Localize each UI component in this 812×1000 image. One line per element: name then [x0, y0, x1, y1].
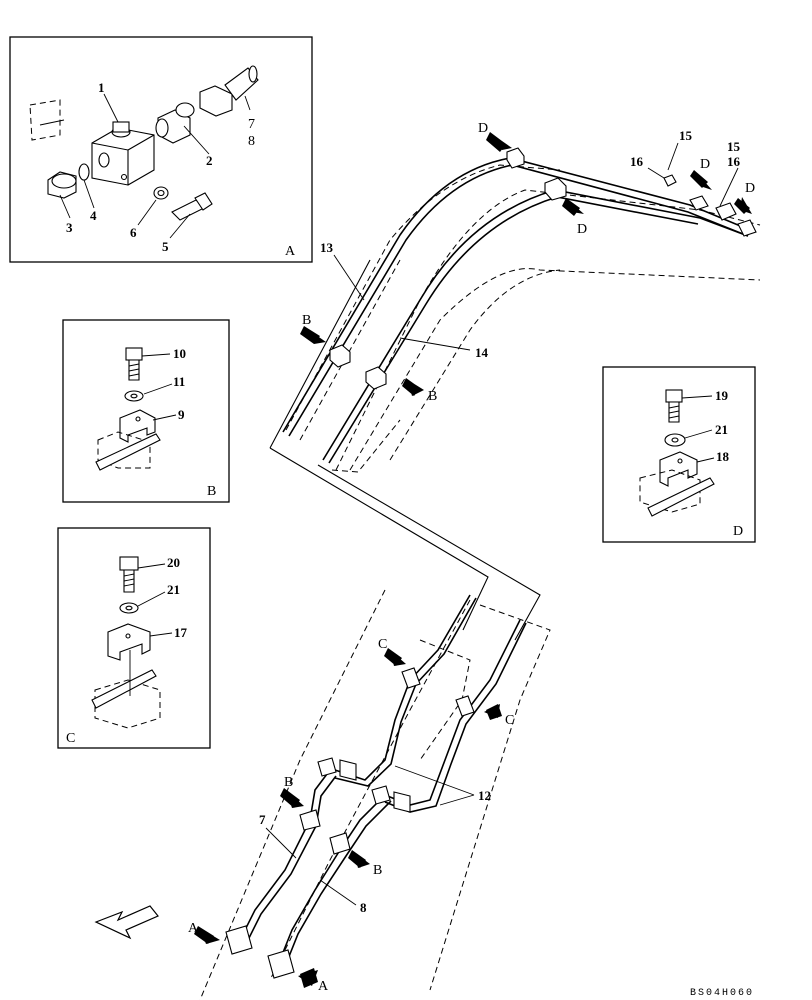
label-part-9: 9 [178, 407, 185, 422]
detail-box-a: 1 2 3 4 5 6 7 8 A [9, 36, 313, 263]
hose-fitting [225, 667, 475, 979]
pipe-part [95, 433, 161, 471]
detail-box-d: 19 21 18 D [602, 366, 756, 543]
clamp-part [659, 451, 698, 487]
label-part-3: 3 [66, 220, 73, 235]
label-part-7: 7 [248, 117, 255, 132]
mount-outline [639, 469, 701, 513]
pipe-clamp [365, 366, 387, 390]
hose-end-part [199, 65, 259, 117]
label-hose-12: 12 [478, 788, 491, 803]
valve-block-part [91, 121, 155, 186]
detail-box-b-letter: B [207, 484, 216, 499]
label-part-21: 21 [715, 422, 728, 437]
pipe-part [91, 669, 157, 709]
label-hose-8: 8 [360, 900, 367, 915]
mount-outline [29, 99, 61, 141]
detail-box-c-frame [57, 527, 211, 749]
view-letter-d: D [700, 157, 710, 172]
bolt-part [119, 556, 139, 593]
label-part-6: 6 [130, 225, 137, 240]
view-letter-b: B [284, 775, 293, 790]
label-part-20: 20 [167, 555, 180, 570]
view-letter-a: A [318, 979, 329, 994]
view-letter-d: D [577, 222, 587, 237]
view-arrow-d [734, 197, 752, 214]
view-letter-b: B [428, 389, 437, 404]
label-part-15-right: 15 [727, 139, 741, 154]
label-part-18: 18 [716, 449, 730, 464]
front-direction-arrow [94, 905, 159, 940]
view-arrow-a [298, 968, 318, 988]
view-letter-b: B [302, 313, 311, 328]
view-arrow-b [348, 850, 370, 868]
mount-outline [94, 679, 161, 729]
pipe-clamp [506, 147, 525, 169]
label-part-4: 4 [90, 208, 97, 223]
region-outline [317, 464, 541, 641]
view-arrows [194, 132, 752, 988]
label-part-2: 2 [206, 153, 213, 168]
label-part-15-upper: 15 [679, 128, 693, 143]
label-part-5: 5 [162, 239, 169, 254]
view-letter-b: B [373, 863, 382, 878]
view-letter-c: C [378, 637, 387, 652]
view-letter-d: D [478, 121, 488, 136]
region-outline [269, 447, 489, 631]
label-steel-pipe-14: 14 [475, 345, 489, 360]
view-arrow-b [280, 788, 304, 808]
view-arrow-b [402, 378, 424, 396]
label-part-21: 21 [167, 582, 180, 597]
boom-outline [199, 164, 761, 1000]
hose-12-left [334, 594, 477, 787]
view-letter-d: D [745, 181, 755, 196]
view-arrow-c [484, 704, 502, 720]
clamp-part [107, 623, 151, 661]
view-arrow-d [486, 132, 512, 152]
plug-part [47, 171, 77, 199]
view-letter-a: A [188, 921, 199, 936]
pipe-fitting [663, 174, 757, 237]
o-ring-part [78, 163, 90, 181]
label-part-19: 19 [715, 388, 729, 403]
view-letter-c: C [505, 713, 514, 728]
region-outline [269, 259, 371, 449]
pipe-clamp [544, 177, 567, 201]
clamp-part [119, 409, 156, 443]
detail-box-d-frame [602, 366, 756, 543]
view-arrow-d [562, 198, 584, 216]
detail-box-a-frame [9, 36, 313, 263]
steel-pipe-14 [322, 189, 749, 464]
pipe-part [647, 477, 715, 517]
label-part-11: 11 [173, 374, 185, 389]
label-part-10: 10 [173, 346, 186, 361]
detail-box-b: 10 11 9 B [62, 319, 230, 503]
bolt-part [665, 389, 683, 423]
detail-box-b-frame [62, 319, 230, 503]
pipe-clamp [329, 344, 351, 368]
label-part-17: 17 [174, 625, 188, 640]
view-arrow-c [384, 648, 406, 666]
label-part-16-right: 16 [727, 154, 741, 169]
detail-box-c-letter: C [66, 731, 75, 746]
drawing-code: BS04H060 [690, 988, 754, 999]
detail-box-a-letter: A [285, 244, 296, 259]
label-hose-7: 7 [259, 812, 266, 827]
label-part-16-upper: 16 [630, 154, 644, 169]
label-steel-pipe-13: 13 [320, 240, 334, 255]
detail-box-d-letter: D [733, 524, 743, 539]
label-part-8: 8 [248, 134, 255, 149]
bolt-part [171, 192, 213, 221]
mount-outline [97, 431, 151, 469]
bolt-part [125, 347, 143, 381]
view-arrow-b [300, 326, 326, 344]
hose-7 [239, 769, 337, 945]
fitting-part [155, 102, 195, 144]
label-part-1: 1 [98, 80, 105, 95]
hose-8 [279, 794, 392, 965]
view-arrow-a [194, 926, 220, 944]
detail-box-c: 20 21 17 C [57, 527, 211, 749]
view-arrow-d [690, 170, 712, 190]
